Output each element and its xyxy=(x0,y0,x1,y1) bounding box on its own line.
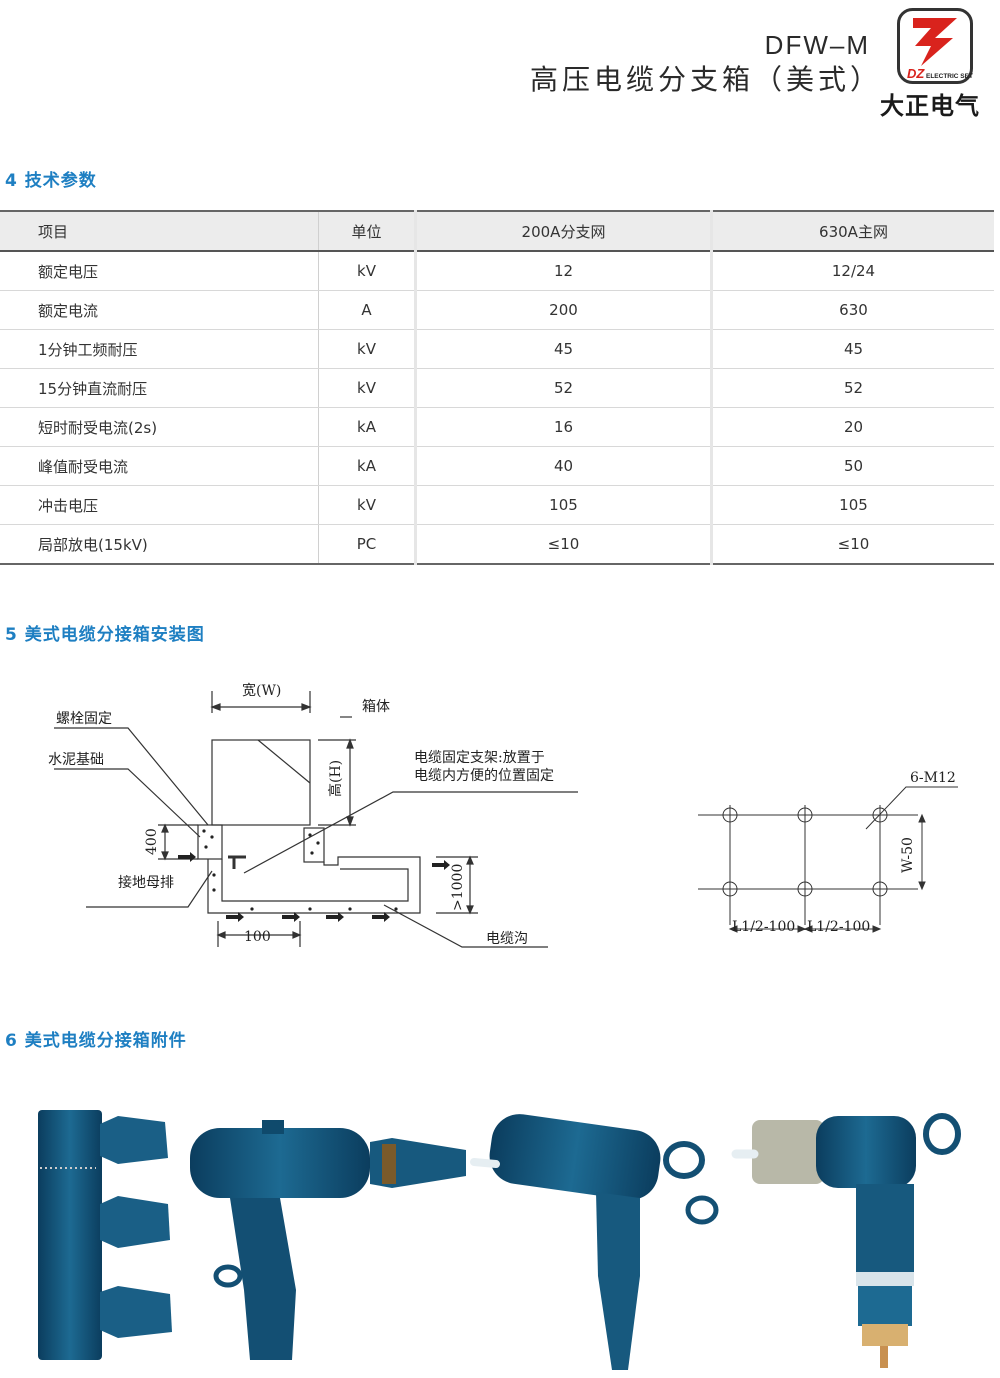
logo-dz-text: DZ xyxy=(907,66,925,81)
table-row: 短时耐受电流(2s) kA 16 20 xyxy=(0,407,994,447)
cell-unit: kA xyxy=(318,407,416,447)
cell-item: 1分钟工频耐压 xyxy=(0,329,319,369)
cell-200a: 16 xyxy=(414,407,712,447)
bracket-label-line1: 电缆固定支架:放置于 xyxy=(414,750,545,766)
cell-200a: 200 xyxy=(414,290,712,330)
company-logo: DZ ELECTRIC SET xyxy=(897,8,973,84)
cell-item: 冲击电压 xyxy=(0,485,319,525)
cell-630a: 45 xyxy=(710,329,994,369)
cable-trench-label: 电缆沟 xyxy=(486,931,528,947)
dim-1000: >1000 xyxy=(450,864,466,911)
dim-l-half-2: L1/2-100 xyxy=(807,919,870,935)
brand-name: 大正电气 xyxy=(880,91,980,120)
cell-200a: 52 xyxy=(414,368,712,408)
logo-subtext: ELECTRIC SET xyxy=(926,73,973,80)
section-title-tech-params: 4 技术参数 xyxy=(5,171,97,191)
cell-630a: 105 xyxy=(710,485,994,525)
section-title-accessories: 6 美式电缆分接箱附件 xyxy=(5,1031,187,1051)
cell-unit: kV xyxy=(318,485,416,525)
elbow-connector-with-eye-image xyxy=(470,1114,719,1370)
cell-200a: 12 xyxy=(414,251,712,291)
table-header-row: 项目 单位 200A分支网 630A主网 xyxy=(0,211,994,252)
cell-unit: kA xyxy=(318,446,416,486)
table-row: 额定电压 kV 12 12/24 xyxy=(0,251,994,291)
table-row: 额定电流 A 200 630 xyxy=(0,290,994,330)
header-item: 项目 xyxy=(0,211,319,252)
cell-630a: 630 xyxy=(710,290,994,330)
cell-630a: ≤10 xyxy=(710,524,994,565)
hole-layout-drawing xyxy=(698,786,958,933)
header-630a: 630A主网 xyxy=(710,211,994,252)
lightning-bolt-icon xyxy=(913,18,957,66)
cell-630a: 50 xyxy=(710,446,994,486)
bolt-fix-label: 螺栓固定 xyxy=(56,711,112,727)
cell-unit: A xyxy=(318,290,416,330)
cell-630a: 12/24 xyxy=(710,251,994,291)
cell-item: 15分钟直流耐压 xyxy=(0,368,319,408)
page-title: 高压电缆分支箱（美式） xyxy=(529,63,882,96)
cell-630a: 52 xyxy=(710,368,994,408)
cell-unit: kV xyxy=(318,329,416,369)
t-connector-image xyxy=(190,1120,466,1360)
table-row: 冲击电压 kV 105 105 xyxy=(0,485,994,525)
cell-item: 额定电流 xyxy=(0,290,319,330)
dim-w-50: W-50 xyxy=(900,837,916,873)
cell-unit: kV xyxy=(318,251,416,291)
width-label: 宽(W) xyxy=(242,682,281,699)
model-number: DFW–M xyxy=(764,30,870,60)
table-row: 峰值耐受电流 kA 40 50 xyxy=(0,446,994,486)
cell-unit: kV xyxy=(318,368,416,408)
height-label: 高(H) xyxy=(327,760,344,797)
table-row: 15分钟直流耐压 kV 52 52 xyxy=(0,368,994,408)
cell-200a: 45 xyxy=(414,329,712,369)
cell-200a: 40 xyxy=(414,446,712,486)
cell-630a: 20 xyxy=(710,407,994,447)
bushing-block-image xyxy=(38,1110,172,1360)
cell-item: 额定电压 xyxy=(0,251,319,291)
table-row: 1分钟工频耐压 kV 45 45 xyxy=(0,329,994,369)
cell-item: 峰值耐受电流 xyxy=(0,446,319,486)
cell-unit: PC xyxy=(318,524,416,565)
cell-200a: 105 xyxy=(414,485,712,525)
header-200a: 200A分支网 xyxy=(414,211,712,252)
accessories-photos xyxy=(38,1110,961,1370)
cement-base-label: 水泥基础 xyxy=(48,751,104,768)
header-unit: 单位 xyxy=(318,211,416,252)
installation-drawing: 宽(W) 箱体 螺栓固定 水泥基础 高(H) 电缆固定支架:放置于 电缆内方便的… xyxy=(48,682,958,948)
dim-100: 100 xyxy=(244,929,271,945)
cell-item: 短时耐受电流(2s) xyxy=(0,407,319,447)
elbow-plug-image xyxy=(731,1113,961,1368)
section-title-installation: 5 美式电缆分接箱安装图 xyxy=(5,625,205,645)
dim-l-half-1: L1/2-100 xyxy=(732,919,795,935)
dim-400: 400 xyxy=(144,828,160,855)
bracket-label-line2: 电缆内方便的位置固定 xyxy=(414,768,554,784)
table-row: 局部放电(15kV) PC ≤10 ≤10 xyxy=(0,524,994,565)
bolt-spec-label: 6-M12 xyxy=(910,770,956,786)
ground-bar-label: 接地母排 xyxy=(118,874,174,891)
box-label: 箱体 xyxy=(362,699,390,715)
cell-200a: ≤10 xyxy=(414,524,712,565)
tech-params-table: 项目 单位 200A分支网 630A主网 额定电压 kV 12 12/24 额定… xyxy=(0,210,994,565)
cell-item: 局部放电(15kV) xyxy=(0,524,319,565)
